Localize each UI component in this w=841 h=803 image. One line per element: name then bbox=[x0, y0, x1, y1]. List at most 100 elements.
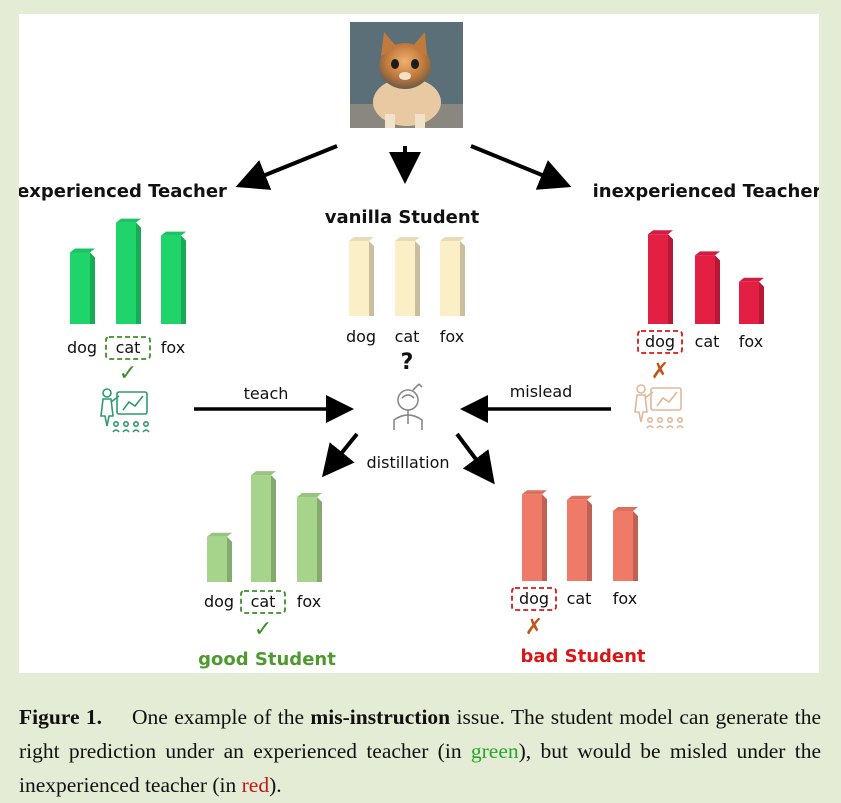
bar-label-fox: fox bbox=[440, 327, 464, 346]
bar-fox bbox=[161, 235, 181, 324]
teach-label: teach bbox=[244, 384, 289, 403]
bar-dog bbox=[349, 241, 369, 316]
prediction-mark: ✓ bbox=[119, 361, 137, 386]
bar-top-fox bbox=[739, 277, 764, 282]
bar-fox bbox=[613, 511, 633, 581]
bar-side-fox bbox=[460, 241, 465, 316]
bar-top-dog bbox=[522, 490, 547, 495]
vanilla-student-title: vanilla Student bbox=[325, 207, 480, 228]
bar-label-dog: dog bbox=[519, 589, 549, 608]
bar-cat bbox=[395, 241, 415, 316]
bar-label-cat: cat bbox=[395, 327, 420, 346]
bar-top-cat bbox=[567, 495, 592, 500]
bad-student-title: bad Student bbox=[520, 646, 645, 667]
bar-side-dog bbox=[90, 252, 95, 324]
bar-side-fox bbox=[181, 235, 186, 324]
figure-canvas: experienced Teacher vanilla Student inex… bbox=[19, 22, 819, 670]
bar-fox bbox=[739, 281, 759, 324]
bar-top-dog bbox=[70, 248, 95, 253]
bar-cat bbox=[116, 222, 136, 324]
bar-side-cat bbox=[136, 222, 141, 324]
mislead-label: mislead bbox=[510, 382, 573, 401]
caption-bold-term: mis-instruction bbox=[310, 705, 451, 729]
distillation-label: distillation bbox=[367, 453, 450, 472]
bar-label-fox: fox bbox=[613, 589, 637, 608]
bar-dog bbox=[648, 234, 668, 324]
question-mark: ? bbox=[401, 350, 414, 375]
figure-caption: Figure 1. One example of the mis-instruct… bbox=[19, 700, 821, 802]
inexperienced-teacher-title: inexperienced Teacher bbox=[593, 181, 819, 202]
bad-student-bars: dog ✗ cat fox bbox=[511, 490, 638, 640]
highlight-box bbox=[511, 587, 557, 611]
bar-label-cat: cat bbox=[695, 332, 720, 351]
bar-label-dog: dog bbox=[67, 338, 97, 357]
caption-text-3: ), but would be misled under the inexper… bbox=[19, 739, 821, 797]
caption-red-word: red bbox=[241, 773, 270, 797]
bar-label-cat: cat bbox=[567, 589, 592, 608]
bar-top-cat bbox=[116, 218, 141, 223]
bar-top-fox bbox=[440, 237, 465, 241]
highlight-box bbox=[637, 330, 683, 354]
bar-label-cat: cat bbox=[251, 592, 276, 611]
bar-cat bbox=[567, 499, 587, 581]
caption-text-2: issue. The student model can generate th… bbox=[19, 705, 821, 763]
figure-panel: experienced Teacher vanilla Student inex… bbox=[19, 14, 819, 673]
arrow-to-inexperienced bbox=[470, 144, 572, 190]
bar-label-fox: fox bbox=[739, 332, 763, 351]
experienced-teacher-title: experienced Teacher bbox=[19, 181, 227, 202]
highlight-box bbox=[105, 336, 151, 360]
bar-side-dog bbox=[542, 494, 547, 581]
student-icon bbox=[393, 383, 423, 430]
bar-top-dog bbox=[648, 230, 673, 235]
bar-top-dog bbox=[207, 532, 232, 537]
bar-top-cat bbox=[251, 471, 276, 476]
bar-fox bbox=[297, 497, 317, 582]
bar-top-fox bbox=[297, 493, 322, 498]
highlight-box bbox=[240, 590, 286, 614]
bar-side-dog bbox=[227, 536, 232, 582]
bar-dog bbox=[70, 252, 90, 324]
bar-side-dog bbox=[668, 234, 673, 324]
bar-side-fox bbox=[759, 281, 764, 324]
caption-label: Figure 1. bbox=[19, 705, 103, 729]
prediction-mark: ✓ bbox=[254, 617, 272, 642]
bar-label-fox: fox bbox=[161, 338, 185, 357]
bar-label-fox: fox bbox=[297, 592, 321, 611]
prediction-mark: ✗ bbox=[525, 615, 543, 640]
bar-side-dog bbox=[369, 241, 374, 316]
bar-dog bbox=[207, 536, 227, 582]
caption-text-1: One example of the bbox=[132, 705, 311, 729]
kitten-photo bbox=[350, 22, 463, 128]
bar-label-dog: dog bbox=[346, 327, 376, 346]
bar-side-cat bbox=[271, 475, 276, 582]
distill-arrow-left bbox=[321, 432, 359, 478]
bar-side-cat bbox=[587, 499, 592, 581]
bar-top-fox bbox=[613, 507, 638, 511]
prediction-mark: ✗ bbox=[651, 359, 669, 384]
bar-side-fox bbox=[317, 497, 322, 582]
distill-arrow-right bbox=[455, 432, 495, 485]
bar-top-fox bbox=[161, 231, 186, 236]
teacher-icon-faded bbox=[634, 384, 684, 429]
caption-green-word: green bbox=[470, 739, 519, 763]
bar-top-cat bbox=[395, 237, 420, 241]
teacher-icon bbox=[100, 388, 150, 433]
bar-cat bbox=[251, 475, 271, 582]
bar-top-cat bbox=[695, 251, 720, 256]
bar-dog bbox=[522, 494, 542, 581]
bar-label-cat: cat bbox=[116, 338, 141, 357]
caption-text-4: ). bbox=[269, 773, 282, 797]
bar-side-cat bbox=[715, 255, 720, 324]
bar-top-dog bbox=[349, 237, 374, 241]
bar-side-fox bbox=[633, 511, 638, 581]
bar-cat bbox=[695, 255, 715, 324]
bar-fox bbox=[440, 241, 460, 316]
bar-label-dog: dog bbox=[204, 592, 234, 611]
bar-label-dog: dog bbox=[645, 332, 675, 351]
bar-side-cat bbox=[415, 241, 420, 316]
arrow-to-experienced bbox=[235, 144, 338, 190]
